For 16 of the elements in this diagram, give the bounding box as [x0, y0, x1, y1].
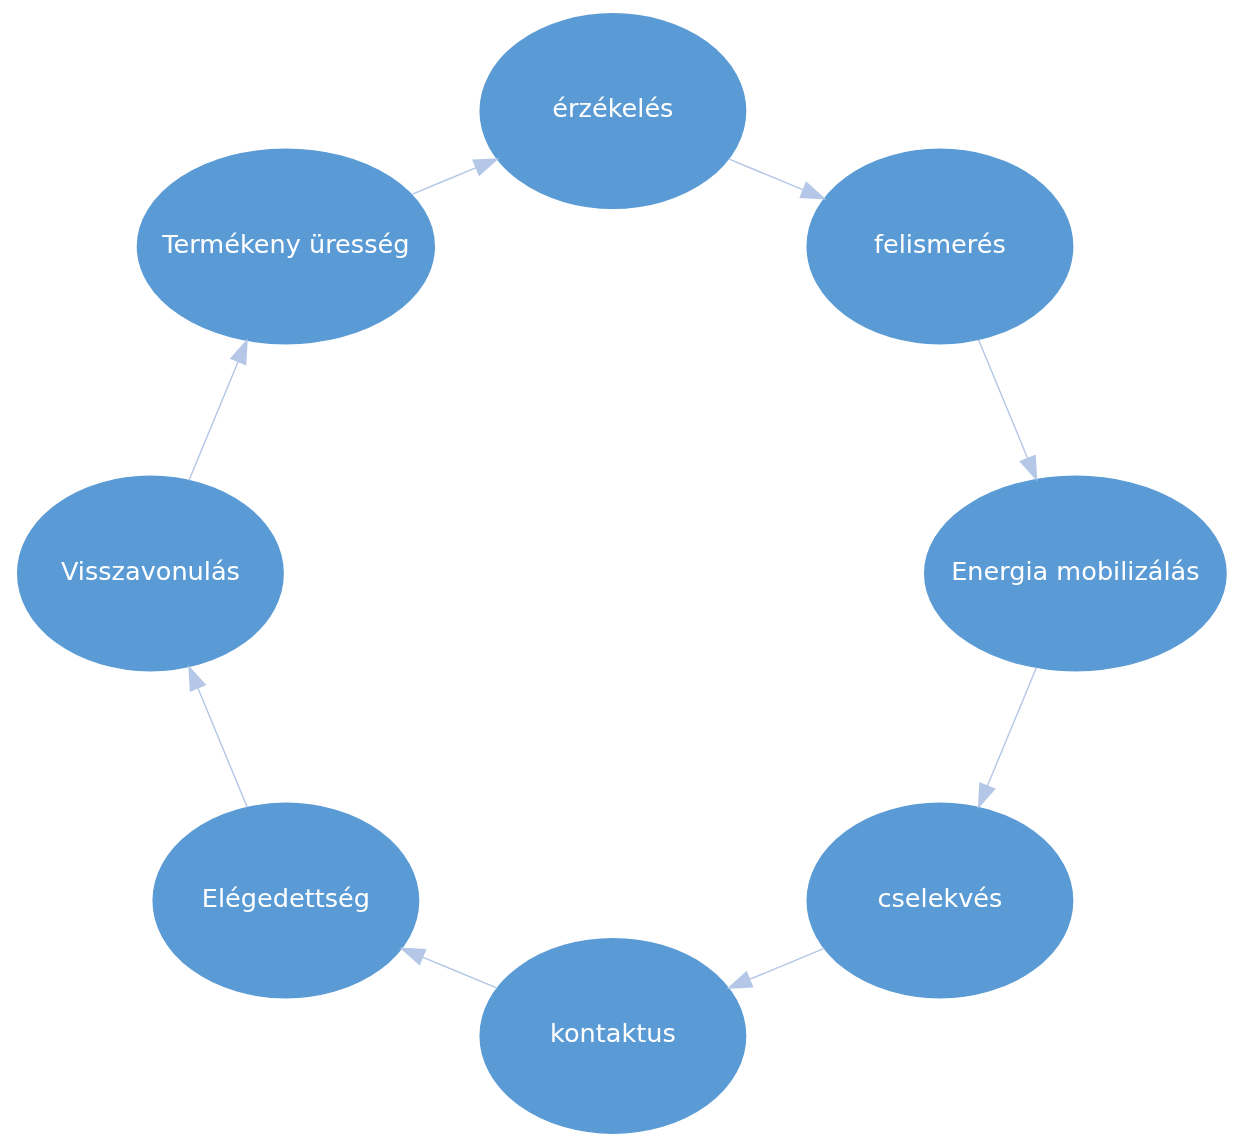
arrow	[977, 339, 1037, 482]
arrow	[399, 947, 498, 989]
arrow	[977, 666, 1037, 810]
node-ellipse: Visszavonulás	[16, 475, 284, 672]
node-ellipse: Termékeny üresség	[136, 148, 435, 345]
node-ellipse: Energia mobilizálás	[923, 475, 1227, 672]
arrow	[727, 158, 826, 200]
arrow	[187, 664, 248, 808]
node-ellipse: érzékelés	[478, 13, 746, 209]
arrow	[187, 338, 248, 481]
arrow	[410, 158, 499, 195]
node-ellipse: cselekvés	[805, 802, 1073, 999]
arrow	[726, 947, 825, 989]
node-ellipse: Elégedettség	[151, 802, 419, 999]
node-ellipse: kontaktus	[478, 938, 746, 1134]
node-ellipse: felismerés	[805, 148, 1073, 345]
